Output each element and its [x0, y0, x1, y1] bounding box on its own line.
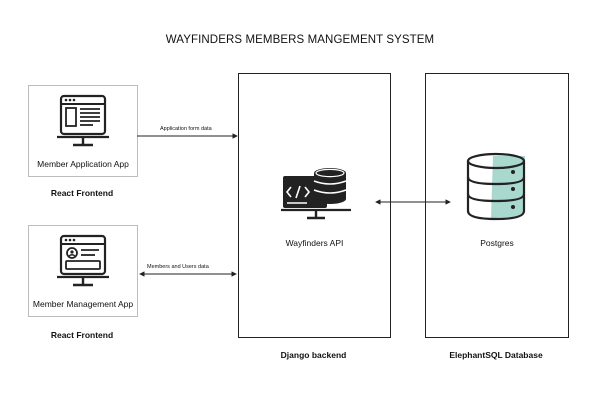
elephantsql-database-panel: Postgres — [425, 73, 569, 338]
code-server-monitor-icon — [281, 166, 351, 233]
django-backend-caption: Django backend — [280, 350, 347, 360]
member-management-app-label: Member Management App — [32, 299, 134, 309]
member-application-app-node: Member Application App — [28, 85, 138, 177]
react-frontend-label-2: React Frontend — [50, 330, 114, 340]
user-profile-monitor-icon — [53, 233, 113, 298]
app-form-monitor-icon — [53, 93, 113, 158]
wayfinders-api-label: Wayfinders API — [285, 238, 344, 248]
member-application-app-label: Member Application App — [37, 159, 129, 169]
elephantsql-database-caption: ElephantSQL Database — [449, 350, 543, 360]
member-management-app-node: Member Management App — [28, 225, 138, 317]
database-icon — [463, 152, 529, 231]
diagram-title: WAYFINDERS MEMBERS MANGEMENT SYSTEM — [165, 34, 435, 46]
django-backend-panel: Wayfinders API — [238, 73, 391, 338]
edge-label-application-form-data: Application form data — [160, 126, 212, 132]
edge-label-members-and-users-data: Members and Users data — [147, 264, 209, 270]
react-frontend-label-1: React Frontend — [50, 188, 114, 198]
postgres-label: Postgres — [480, 238, 514, 248]
